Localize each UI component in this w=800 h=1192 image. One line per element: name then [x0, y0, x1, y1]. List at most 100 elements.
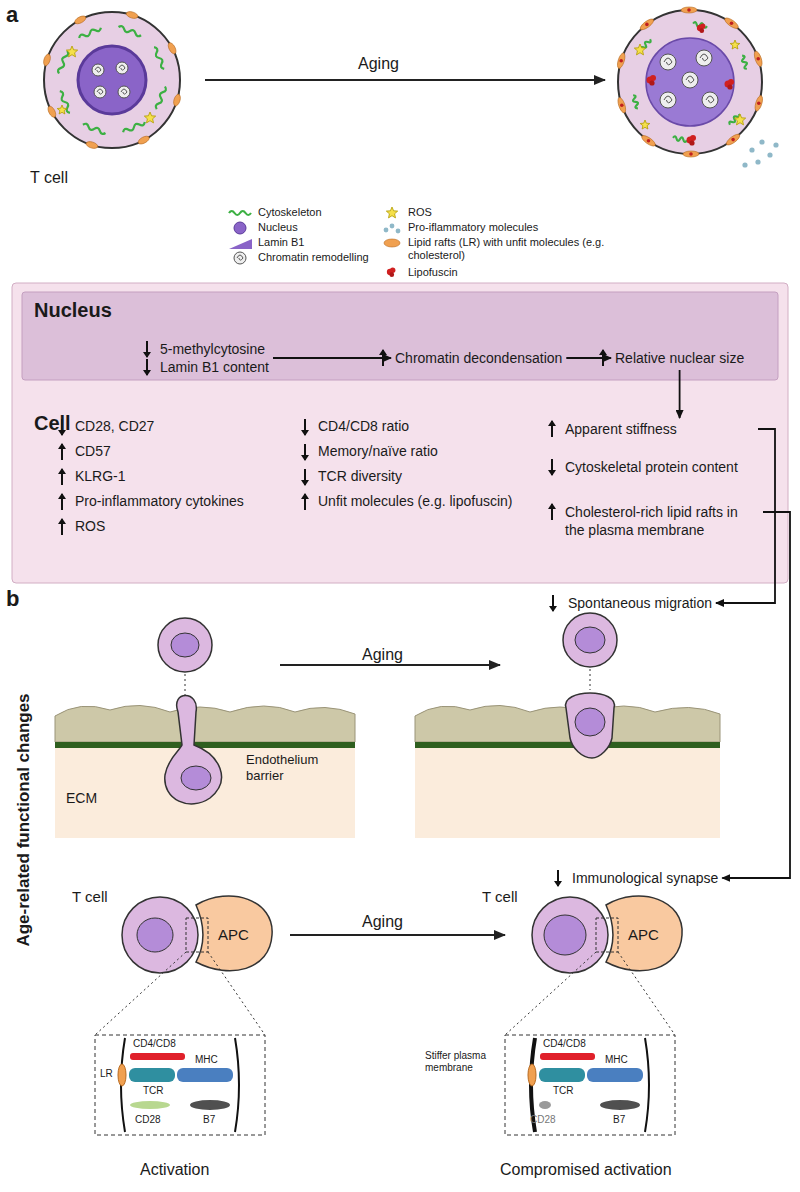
lipofuscin: [727, 84, 732, 89]
aged-nucleus: [646, 38, 734, 126]
label: CD4/CD8: [543, 1038, 586, 1050]
change-arrow: [58, 443, 66, 449]
legend-text: ROS: [408, 206, 432, 219]
label: MHC: [195, 1054, 218, 1066]
membrane: [235, 1038, 239, 1132]
ros-star: [640, 120, 650, 129]
cholesterol: [757, 102, 761, 106]
cytoskeleton: [57, 50, 69, 74]
function-box: Spontaneous migration: [568, 594, 712, 612]
chromatin: [95, 67, 101, 72]
change-arrow: [554, 881, 562, 887]
cholesterol: [645, 23, 649, 27]
change-arrow: [143, 352, 151, 358]
legend-sample: [229, 239, 252, 249]
label: CD4/CD8: [133, 1038, 176, 1050]
b7: [600, 1100, 640, 1110]
legend-text: Cytoskeleton: [258, 206, 322, 219]
chromatin: [237, 255, 243, 260]
nucleus: [137, 918, 173, 952]
ros-star: [144, 112, 155, 123]
feature-text: Chromatin decondensation: [395, 349, 562, 367]
connector: [679, 370, 681, 418]
legend-text: Lamin B1: [258, 236, 304, 249]
label: Memory/naïve ratio: [318, 443, 438, 460]
nucleus: [575, 708, 605, 736]
label: KLRG-1: [75, 468, 126, 485]
feature-box: 5-methylcytosineLamin B1 content: [160, 340, 269, 376]
chromatin: [119, 65, 125, 70]
lipid-raft: [137, 135, 150, 146]
aging-arrow: [205, 79, 605, 81]
zoom-box: [95, 1035, 265, 1135]
young-cell: [44, 12, 180, 148]
lipofuscin: [390, 268, 395, 273]
nucleus-band: Nucleus5-methylcytosineLamin B1 contentC…: [22, 292, 778, 380]
nucleus-band-ground: [22, 292, 778, 380]
aging-arrow: [290, 934, 505, 936]
lipofuscin: [700, 24, 705, 29]
lipofuscin: [389, 272, 394, 277]
basement-membrane: [55, 742, 355, 748]
cytokine: [749, 147, 754, 152]
apc: [196, 896, 272, 971]
label: CD57: [75, 443, 111, 460]
label: TCR diversity: [318, 468, 402, 485]
cytokine: [742, 162, 747, 167]
cytoskeleton: [118, 25, 142, 37]
chromatin: [116, 62, 128, 74]
lipid-raft: [753, 50, 764, 67]
lipid-raft: [172, 93, 181, 106]
chromatin: [664, 96, 672, 103]
legend-sample: [390, 224, 395, 229]
change-arrow: [548, 420, 556, 426]
cytoskeleton: [673, 136, 687, 142]
cd4-cd8: [130, 1053, 185, 1060]
aging-arrow: [280, 664, 500, 666]
feature-box: Apparent stiffness: [565, 420, 755, 438]
label: APC: [218, 926, 249, 944]
migrating-cell: [165, 696, 222, 804]
cytoskeleton: [82, 123, 106, 135]
zoom-line: [505, 952, 596, 1035]
function-box: Immunological synapse: [572, 869, 718, 887]
label: TCR: [143, 1085, 164, 1097]
cholesterol: [687, 8, 691, 12]
feature-text: Spontaneous migration: [568, 594, 712, 612]
side-title: Age-related functional changes: [14, 693, 34, 946]
chromatin: [664, 58, 672, 65]
label: CD28, CD27: [75, 418, 154, 435]
change-arrow: [58, 468, 66, 474]
label: Unfit molecules (e.g. lipofuscin): [318, 493, 513, 510]
basement-membrane: [415, 742, 720, 748]
change-arrow: [379, 349, 387, 355]
lipid-raft: [46, 105, 57, 118]
ros-star: [386, 207, 397, 218]
cytoskeleton: [631, 95, 640, 110]
label: TCR: [553, 1085, 574, 1097]
cd28: [539, 1101, 551, 1109]
feature-box: Cholesterol-rich lipid rafts in the plas…: [565, 503, 760, 539]
cytoskeleton: [122, 120, 145, 134]
ros-star: [66, 46, 77, 57]
cholesterol: [731, 138, 735, 142]
label: B7: [203, 1114, 215, 1126]
label: CD28: [135, 1114, 161, 1126]
legend-text: Lipofuscin: [408, 266, 458, 279]
lipofuscin: [728, 79, 734, 85]
t-cell: [122, 897, 198, 973]
cytoskeleton: [78, 26, 101, 40]
membrane: [645, 1038, 649, 1132]
b7: [190, 1100, 230, 1110]
lipid-raft: [639, 17, 655, 31]
track: [590, 669, 591, 690]
cholesterol: [756, 57, 760, 61]
feature-text: Cytoskeletal protein content: [565, 458, 738, 476]
label: B7: [613, 1114, 625, 1126]
cytoskeleton: [740, 55, 749, 70]
change-arrow: [599, 349, 607, 355]
label: Compromised activation: [500, 1160, 672, 1179]
chromatin: [686, 76, 694, 83]
label: LR: [100, 1068, 113, 1080]
feature-box: Chromatin decondensation: [395, 349, 562, 367]
